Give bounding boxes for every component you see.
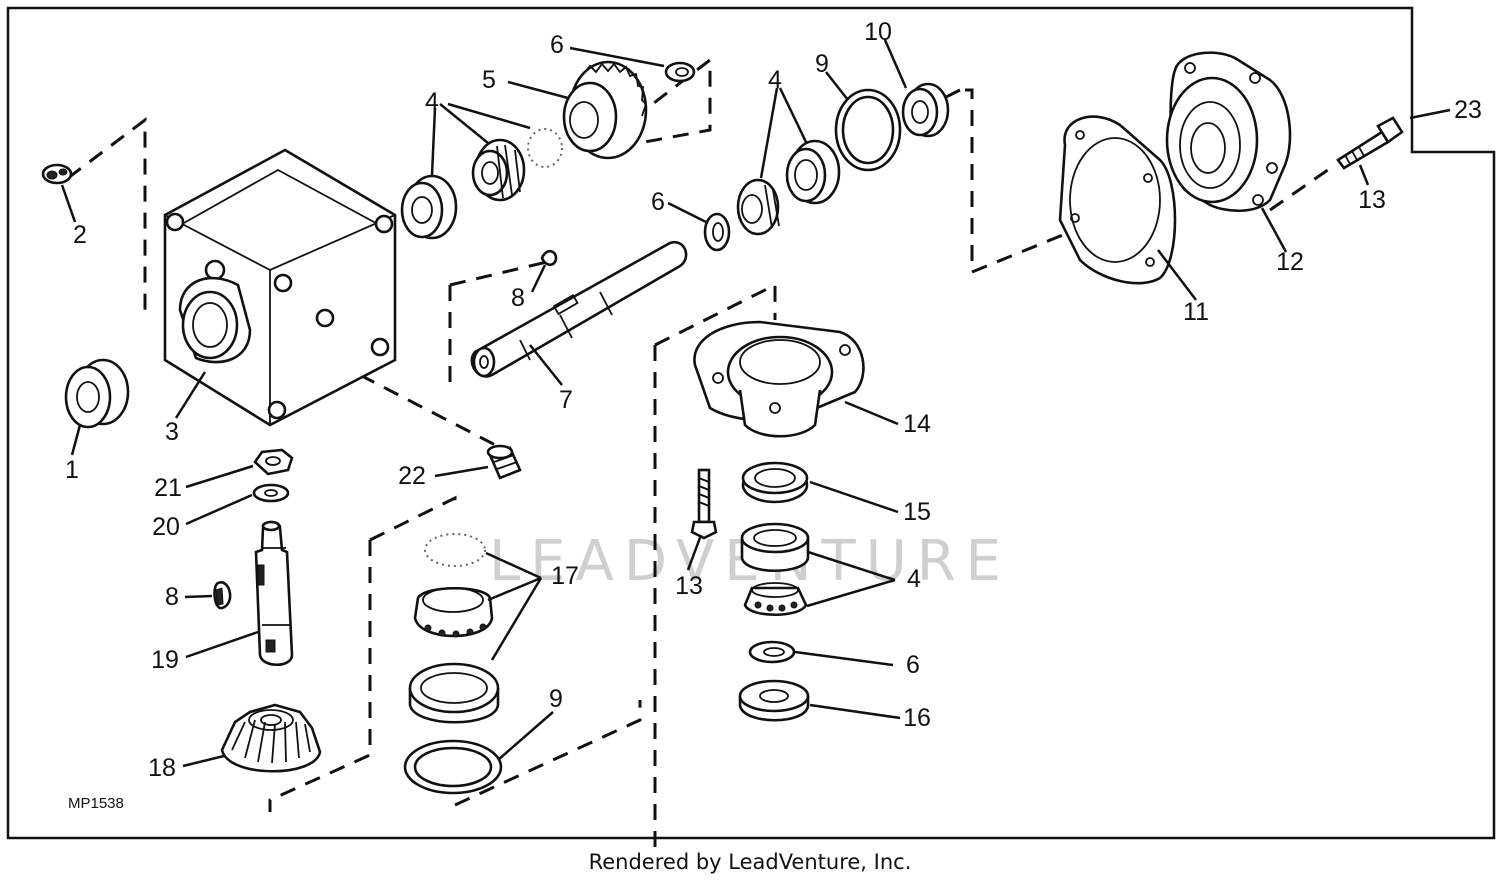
callout-19: 19	[151, 646, 179, 674]
callout-20: 20	[152, 513, 180, 541]
part-13-top-cap-screw	[1336, 116, 1404, 170]
part-9-lower-o-ring	[403, 739, 503, 795]
callout-14: 14	[903, 410, 931, 438]
part-12-bearing-cap	[1165, 51, 1292, 213]
part-6-lower-snap-ring	[748, 640, 796, 664]
part-7-shaft	[470, 240, 688, 378]
callout-12: 12	[1276, 248, 1304, 276]
part-2-set-screw	[41, 163, 73, 185]
part-6-mid-snap-ring	[703, 212, 731, 252]
part-21-nut	[253, 448, 294, 476]
callout-15: 15	[903, 498, 931, 526]
callout-4-top: 4	[425, 88, 439, 116]
part-9-top-o-ring	[834, 88, 902, 172]
callout-17: 17	[551, 562, 579, 590]
callout-9-lower: 9	[549, 685, 563, 713]
callout-23: 23	[1454, 96, 1482, 124]
figure-code: MP1538	[68, 795, 124, 812]
part-3-gearbox-housing	[163, 148, 397, 427]
callout-9-top: 9	[815, 50, 829, 78]
part-8-lower-key	[213, 581, 232, 610]
part-19-vertical-shaft	[254, 520, 294, 667]
callout-18: 18	[148, 754, 176, 782]
callout-5: 5	[482, 66, 496, 94]
part-4-lower-bearing	[740, 522, 810, 616]
part-10-seal	[901, 82, 950, 138]
callout-3: 3	[165, 418, 179, 446]
callout-4-lower: 4	[907, 565, 921, 593]
part-11-gasket	[1058, 115, 1177, 285]
part-1-seal	[64, 358, 130, 429]
part-8-top-key	[540, 249, 558, 267]
callout-7: 7	[559, 386, 573, 414]
callout-6-mid: 6	[651, 188, 665, 216]
part-22-plug	[486, 444, 522, 480]
part-20-washer	[252, 483, 290, 503]
callout-22: 22	[398, 462, 426, 490]
part-14-flange-housing	[693, 320, 865, 438]
part-13-lower-cap-screw	[690, 468, 718, 540]
callout-6-lower: 6	[906, 651, 920, 679]
callout-8-lower: 8	[165, 583, 179, 611]
part-18-bevel-pinion	[220, 703, 322, 773]
part-17-bearing	[408, 533, 500, 724]
callout-1: 1	[65, 456, 79, 484]
footer-credit: Rendered by LeadVenture, Inc.	[588, 850, 912, 874]
part-5-bevel-gear	[562, 60, 648, 160]
part-4-top-bearing	[400, 128, 563, 240]
part-16-seal	[738, 679, 810, 722]
part-6-top-snap-ring	[664, 61, 696, 83]
callout-11: 11	[1183, 298, 1209, 326]
dashed-guide-lines	[67, 56, 1336, 850]
callout-2: 2	[73, 221, 87, 249]
callout-10: 10	[864, 18, 892, 46]
callout-13-lower: 13	[675, 572, 703, 600]
diagram-frame	[6, 6, 1496, 840]
callout-21: 21	[154, 474, 182, 502]
callout-8-top: 8	[511, 284, 525, 312]
callout-4-right: 4	[768, 66, 782, 94]
part-4-right-bearing	[736, 139, 841, 236]
callout-16: 16	[903, 704, 931, 732]
callout-6-top: 6	[550, 31, 564, 59]
part-15-spacer	[741, 461, 809, 504]
callout-labels: 1 2 3 4 5 6 6 4 9 10 11 12 13 23 8 7 14 …	[65, 18, 1482, 812]
callout-13-top: 13	[1358, 186, 1386, 214]
leader-lines	[60, 39, 1451, 768]
